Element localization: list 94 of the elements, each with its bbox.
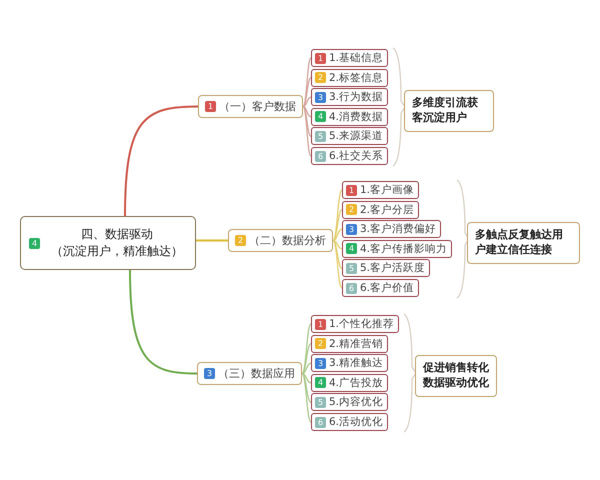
number-badge: 3 [204,368,215,379]
number-badge: 4 [315,111,326,122]
number-badge: 5 [315,130,326,142]
item-label: 3.精准触达 [329,356,384,370]
connector [302,77,312,107]
item-label: 3.客户消费偏好 [360,222,436,236]
connector [302,96,312,108]
item-label: 5.来源渠道 [329,129,384,144]
number-badge: 4 [315,377,326,388]
connector [129,270,198,374]
connector [302,362,312,374]
item-label: 1.客户画像 [360,183,414,197]
connector [302,343,312,374]
number-badge: 5 [315,396,326,408]
number-badge: 6 [346,282,357,294]
item-label: 6.活动优化 [329,415,384,429]
item-box [342,279,420,297]
number-badge: 6 [315,150,326,162]
item-box [342,240,452,258]
summary-box [467,222,580,264]
item-label: 1.个性化推荐 [329,317,394,331]
connector [302,324,312,374]
number-badge: 1 [346,184,357,196]
item-label: 2.标签信息 [329,70,384,85]
item-box [311,374,388,392]
item-label: 4.广告投放 [329,376,384,390]
item-label: 2.精准营销 [329,336,384,351]
connector [302,373,312,403]
connector [332,240,342,250]
connector [332,209,342,241]
item-box [311,354,388,372]
number-badge: 5 [346,262,357,274]
connector [332,228,342,242]
connector [124,106,198,216]
item-box [311,147,388,165]
number-badge: 2 [235,235,246,246]
item-box [311,108,388,126]
connector [302,58,312,107]
item-box [311,127,388,146]
branch-label: （一）客户数据 [219,99,296,114]
branch-box [228,229,333,252]
number-badge: 3 [315,358,326,369]
topic-box [20,216,196,270]
connector [196,240,228,242]
number-badge: 3 [346,224,357,235]
item-label: 5.内容优化 [329,395,384,410]
connector [302,373,312,422]
item-label: 5.客户活跃度 [360,261,426,276]
item-label: 3.行为数据 [329,90,384,104]
connector [302,372,312,384]
item-box [311,68,388,87]
number-badge: 1 [315,52,326,64]
number-badge: 4 [29,238,40,248]
item-label: 2.客户分层 [360,202,414,217]
summary-box [415,355,497,397]
number-badge: 6 [315,416,326,428]
number-badge: 2 [315,72,326,84]
title: 四、数据驱动 [81,226,153,243]
branch-box [198,95,303,118]
item-label: 4.客户传播影响力 [360,242,448,256]
connector [332,190,342,241]
number-badge: 1 [315,318,326,330]
item-label: 4.消费数据 [329,110,384,124]
connector [332,240,342,269]
item-box [342,181,420,199]
item-box [311,334,388,353]
connector [302,106,312,156]
number-badge: 2 [346,204,357,216]
branch-box [197,362,302,385]
item-box [311,49,388,67]
number-badge: 4 [346,243,357,254]
item-label: 6.客户价值 [360,281,414,295]
branch-label: （三）数据应用 [218,366,295,381]
item-box [342,200,420,219]
item-box [311,413,388,431]
number-badge: 3 [315,92,326,103]
number-badge: 1 [205,101,216,112]
summary-box [404,90,494,132]
item-box [342,259,430,278]
number-badge: 2 [315,338,326,350]
summary-text: 促进销售转化数据驱动优化 [423,361,489,391]
summary-text: 多维度引流获客沉淀用户 [412,96,479,126]
connector [302,106,312,137]
connector [302,106,312,118]
item-box [311,88,388,106]
branch-label: （二）数据分析 [249,233,326,248]
item-label: 6.社交关系 [329,149,384,163]
item-label: 1.基础信息 [329,51,384,65]
item-box [311,315,400,333]
item-box [342,220,442,238]
summary-text: 多触点反复触达用户建立信任连接 [475,228,564,258]
connector [332,240,342,288]
item-box [311,393,388,412]
subtitle: （沉淀用户，精准触达） [51,243,183,260]
